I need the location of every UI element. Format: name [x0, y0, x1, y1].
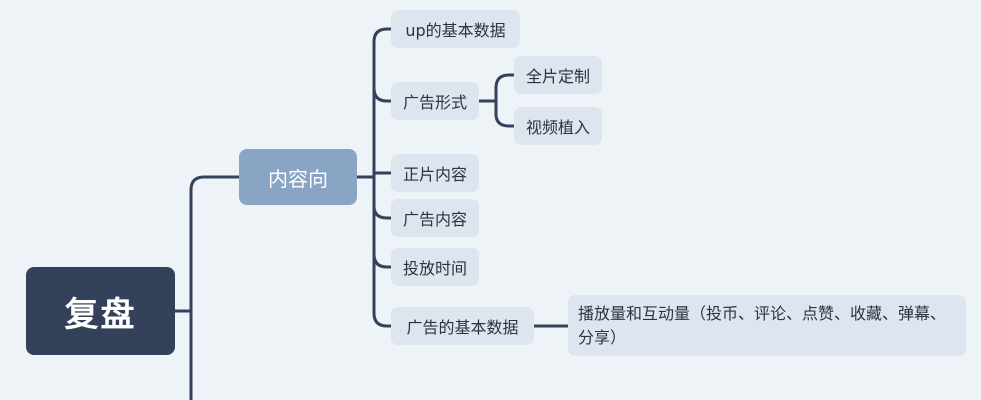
node-ad-basic-data[interactable]: 广告的基本数据: [391, 307, 534, 345]
connector-to-ad-form: [372, 86, 393, 103]
node-release-time[interactable]: 投放时间: [391, 248, 479, 286]
node-main-content[interactable]: 正片内容: [391, 154, 479, 192]
connector-to-ad-data: [372, 311, 393, 328]
node-video-embed[interactable]: 视频植入: [514, 107, 602, 145]
node-ad-content[interactable]: 广告内容: [391, 199, 479, 237]
node-full-custom[interactable]: 全片定制: [514, 56, 602, 94]
connector-to-video-embed: [494, 112, 516, 128]
node-plays-and-interactions[interactable]: 播放量和互动量（投币、评论、点赞、收藏、弹幕、分享）: [568, 295, 966, 356]
node-ad-form[interactable]: 广告形式: [391, 82, 479, 120]
connector-to-up-data: [372, 27, 393, 44]
root-node-fupan[interactable]: 复盘: [26, 267, 175, 355]
node-neirongxiang[interactable]: 内容向: [239, 149, 357, 205]
connector-to-full-custom: [494, 73, 516, 90]
connector-to-ad-content: [372, 204, 393, 220]
connector-root-to-neirongxiang: [189, 175, 241, 400]
node-up-basic-data[interactable]: up的基本数据: [391, 10, 520, 48]
connector-to-release-time: [372, 252, 393, 269]
